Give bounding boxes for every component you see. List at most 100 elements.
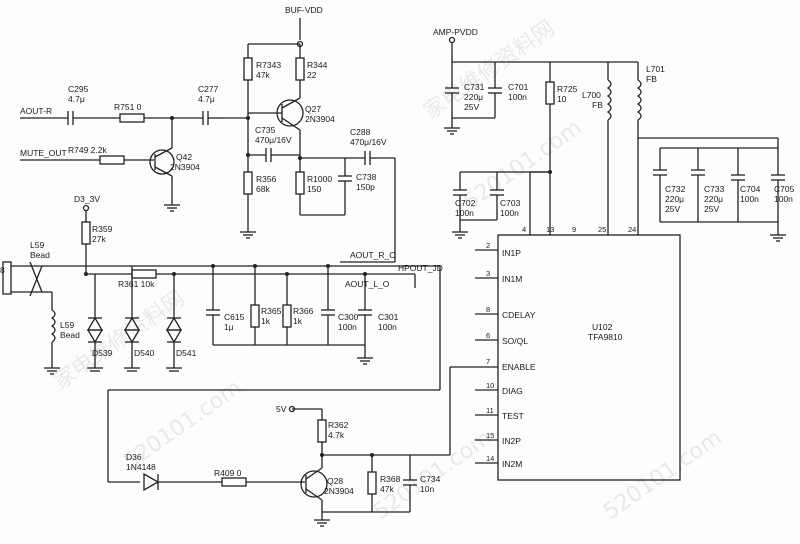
value-c732: 220μ <box>665 194 684 204</box>
value-c288: 470μ/16V <box>350 137 387 147</box>
value-r344: 22 <box>307 70 317 80</box>
value-r365: 1k <box>261 316 271 326</box>
label-d3v3: D3_3V <box>74 194 100 204</box>
label-c301: C301 <box>378 312 399 322</box>
ic-pin-num-7: 15 <box>486 431 494 440</box>
value-r368: 47k <box>380 484 394 494</box>
ic-pin-num-5: 10 <box>486 381 494 390</box>
labels: BUF-VDD AMP-PVDD D3_3V 5V AOUT-R MUTE_OU… <box>0 5 795 496</box>
enable-section <box>108 366 498 527</box>
r366-resistor <box>282 304 292 328</box>
label-c295: C295 <box>68 84 89 94</box>
aout-r-input <box>20 111 222 148</box>
value-c703: 100n <box>500 208 519 218</box>
value-c615: 1μ <box>224 322 234 332</box>
r1000-resistor <box>295 171 305 195</box>
ic-pin-num-4: 7 <box>486 357 490 366</box>
ic-pin-name-2: CDELAY <box>502 310 536 320</box>
label-c288: C288 <box>350 127 371 137</box>
label-r366: R366 <box>293 306 314 316</box>
value-c702: 100n <box>455 208 474 218</box>
ic-pin-num-8: 14 <box>486 454 494 463</box>
label-q28: Q28 <box>327 476 343 486</box>
value-l701: FB <box>646 74 657 84</box>
buf-vdd-section <box>222 18 396 262</box>
value-r359: 27k <box>92 234 106 244</box>
ic-pin-num-6: 11 <box>486 406 494 415</box>
headphone-section <box>2 204 441 482</box>
label-c615: C615 <box>224 312 245 322</box>
watermark-site-4: 520101.com <box>599 425 726 525</box>
label-d539: D539 <box>92 348 113 358</box>
r725-resistor <box>545 81 555 105</box>
ic-u102 <box>475 234 681 481</box>
label-c732: C732 <box>665 184 686 194</box>
rating-c732: 25V <box>665 204 680 214</box>
label-q27: Q27 <box>305 104 321 114</box>
ic-pin-name-7: IN2P <box>502 436 521 446</box>
r356-resistor <box>243 171 253 195</box>
value-c704: 100n <box>740 194 759 204</box>
value-c300: 100n <box>338 322 357 332</box>
ic-pin-num-2: 8 <box>486 305 490 314</box>
ic-pin-name-1: IN1M <box>502 274 522 284</box>
watermark-site-1: 520101.com <box>459 115 586 215</box>
rating-c731: 25V <box>464 102 479 112</box>
ic-top-pin-4: 25 <box>598 225 606 234</box>
label-5v: 5V <box>276 404 287 414</box>
label-c738: C738 <box>356 172 377 182</box>
label-d540: D540 <box>134 348 155 358</box>
label-c704: C704 <box>740 184 761 194</box>
amp-pvdd-section <box>444 36 786 242</box>
label-d541: D541 <box>176 348 197 358</box>
value-r725: 10 <box>557 94 567 104</box>
value-c734: 10n <box>420 484 434 494</box>
label-c702: C702 <box>455 198 476 208</box>
ic-pin-num-0: 2 <box>486 241 490 250</box>
label-buf-vdd: BUF-VDD <box>285 5 323 15</box>
label-r365: R365 <box>261 306 282 316</box>
label-r749: R749 2.2k <box>68 145 107 155</box>
label-r7343: R7343 <box>256 60 281 70</box>
label-r751: R751 0 <box>114 102 142 112</box>
label-c703: C703 <box>500 198 521 208</box>
headphone-jack <box>2 261 12 295</box>
value-c731: 220μ <box>464 92 483 102</box>
label-aout-r: AOUT-R <box>20 106 52 116</box>
value-c733: 220μ <box>704 194 723 204</box>
value-c701: 100n <box>508 92 527 102</box>
r751-resistor <box>119 113 145 123</box>
mute-transistor-section <box>20 147 180 212</box>
label-c705: C705 <box>774 184 795 194</box>
value-r7343: 47k <box>256 70 270 80</box>
label-r344: R344 <box>307 60 328 70</box>
label-c733: C733 <box>704 184 725 194</box>
value-c738: 150p <box>356 182 375 192</box>
ic-top-pin-3: 9 <box>572 225 576 234</box>
ic-pin-name-8: IN2M <box>502 459 522 469</box>
ic-top-pin-5: 24 <box>628 225 636 234</box>
label-r362: R362 <box>328 420 349 430</box>
value-c735: 470μ/16V <box>255 135 292 145</box>
r749-resistor <box>99 155 125 165</box>
rating-c733: 25V <box>704 204 719 214</box>
r365-resistor <box>250 304 260 328</box>
ic-top-pin-2: 13 <box>546 225 554 234</box>
ic-body <box>497 234 681 481</box>
value-q42: 2N3904 <box>170 162 200 172</box>
value-d36: 1N4148 <box>126 462 156 472</box>
label-c277: C277 <box>198 84 219 94</box>
label-r1000: R1000 <box>307 174 332 184</box>
label-r361: R361 10k <box>118 279 155 289</box>
label-l701: L701 <box>646 64 665 74</box>
ic-pin-name-3: SO/QL <box>502 336 528 346</box>
r409-resistor <box>221 477 247 487</box>
label-l700: L700 <box>582 90 601 100</box>
label-jack-pin: 8 <box>0 265 5 275</box>
r359-resistor <box>81 221 91 245</box>
ic-pin-name-4: ENABLE <box>502 362 536 372</box>
label-c701: C701 <box>508 82 529 92</box>
label-r725: R725 <box>557 84 578 94</box>
label-amp-pvdd: AMP-PVDD <box>433 27 478 37</box>
r361-resistor <box>131 269 157 279</box>
